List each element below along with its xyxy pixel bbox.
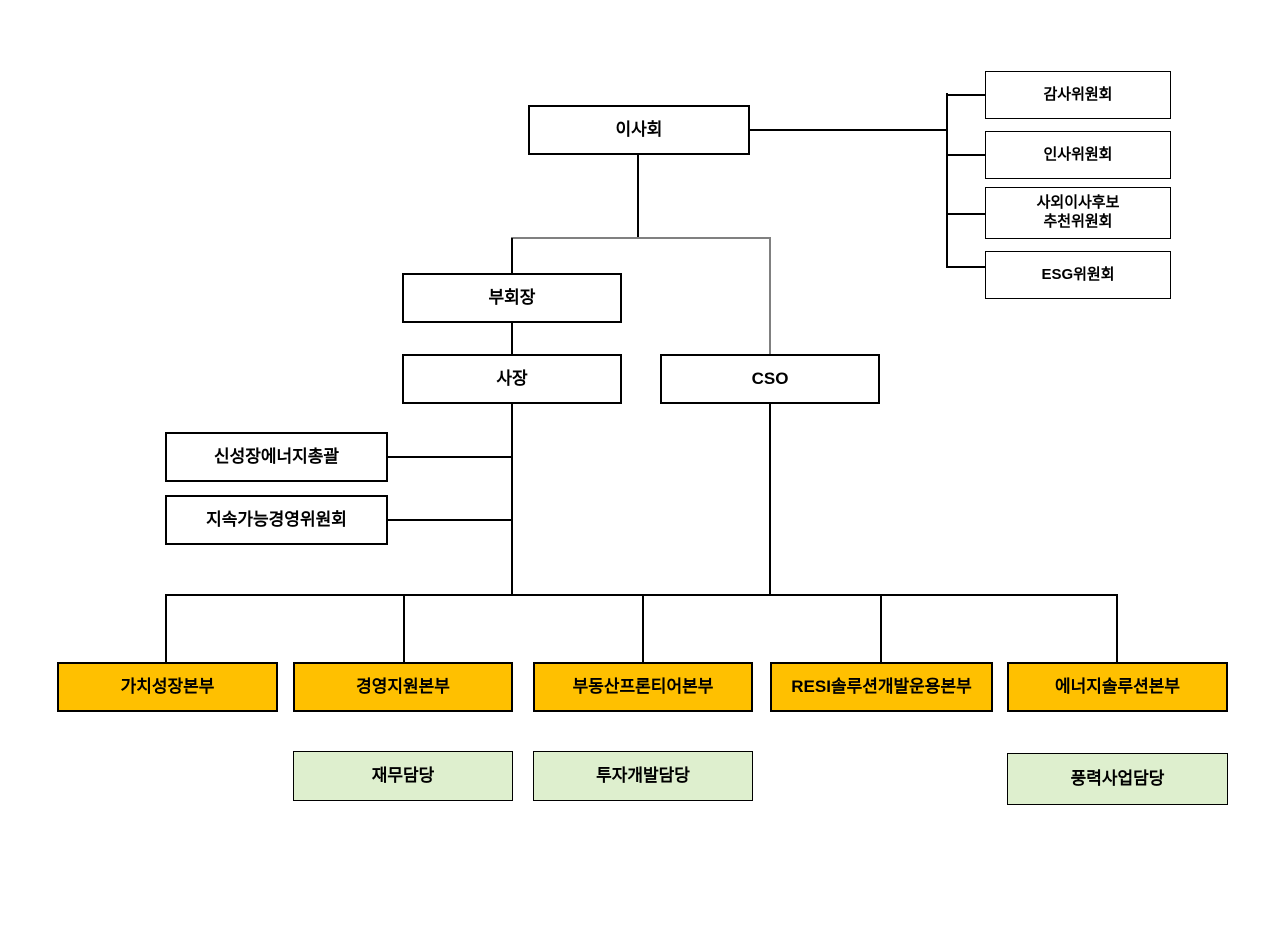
node-audit-committee: 감사위원회 <box>985 71 1171 119</box>
connector-board-down <box>637 155 639 238</box>
node-label: ESG위원회 <box>1041 265 1115 283</box>
connector-stub-outside <box>946 213 985 215</box>
node-label: 투자개발담당 <box>596 766 690 786</box>
connector-drop-mgmt-support <box>403 594 405 662</box>
connector-to-vice-chairman <box>511 238 513 273</box>
connector-drop-resi-solution <box>880 594 882 662</box>
node-vice-chairman: 부회장 <box>402 273 622 323</box>
node-hr-committee: 인사위원회 <box>985 131 1171 179</box>
node-esg-committee: ESG위원회 <box>985 251 1171 299</box>
connector-stub-hr <box>946 154 985 156</box>
node-label: 에너지솔루션본부 <box>1054 677 1181 697</box>
node-label: 인사위원회 <box>1043 145 1113 163</box>
node-unit-investment-development: 투자개발담당 <box>533 751 753 801</box>
connector-cso-down <box>769 404 771 596</box>
node-unit-wind-power: 풍력사업담당 <box>1007 753 1228 805</box>
node-unit-finance: 재무담당 <box>293 751 513 801</box>
node-label: 감사위원회 <box>1043 85 1113 103</box>
node-label: RESI솔루션개발운용본부 <box>791 677 972 697</box>
node-label: 풍력사업담당 <box>1070 769 1165 789</box>
node-division-value-growth: 가치성장본부 <box>57 662 278 712</box>
connector-new-growth-stub <box>388 456 512 458</box>
node-label: 사장 <box>496 369 528 389</box>
connector-stub-esg <box>946 266 985 268</box>
node-label: 경영지원본부 <box>356 677 450 697</box>
node-division-mgmt-support: 경영지원본부 <box>293 662 513 712</box>
node-label: 지속가능경영위원회 <box>206 510 347 530</box>
connector-drop-energy <box>1116 594 1118 662</box>
node-label: 가치성장본부 <box>120 677 215 697</box>
node-label: 부동산프론티어본부 <box>572 677 714 697</box>
connector-elbow-horizontal <box>511 237 771 239</box>
node-new-growth-energy: 신성장에너지총괄 <box>165 432 388 482</box>
connector-drop-value-growth <box>165 594 167 662</box>
node-label: 부회장 <box>488 288 536 308</box>
node-outside-director-committee: 사외이사후보 추천위원회 <box>985 187 1171 239</box>
node-division-real-estate-frontier: 부동산프론티어본부 <box>533 662 753 712</box>
connector-sustainability-stub <box>388 519 512 521</box>
node-division-energy-solution: 에너지솔루션본부 <box>1007 662 1228 712</box>
node-cso: CSO <box>660 354 880 404</box>
node-label: CSO <box>751 369 789 389</box>
node-board-of-directors: 이사회 <box>528 105 750 155</box>
node-label: 사외이사후보 추천위원회 <box>1036 194 1120 230</box>
node-label: 신성장에너지총괄 <box>213 447 340 467</box>
connector-committees-bracket <box>946 93 948 268</box>
connector-board-to-committees <box>750 129 947 131</box>
connector-president-down <box>511 404 513 596</box>
connector-elbow-to-cso <box>769 237 771 354</box>
node-sustainability-committee: 지속가능경영위원회 <box>165 495 388 545</box>
node-label: 이사회 <box>615 120 663 140</box>
connector-vice-to-president <box>511 323 513 354</box>
node-label: 재무담당 <box>371 766 435 786</box>
connector-stub-audit <box>946 94 985 96</box>
connector-drop-real-estate <box>642 594 644 662</box>
node-president: 사장 <box>402 354 622 404</box>
node-division-resi-solution: RESI솔루션개발운용본부 <box>770 662 993 712</box>
connector-divisions-rail <box>165 594 1118 596</box>
